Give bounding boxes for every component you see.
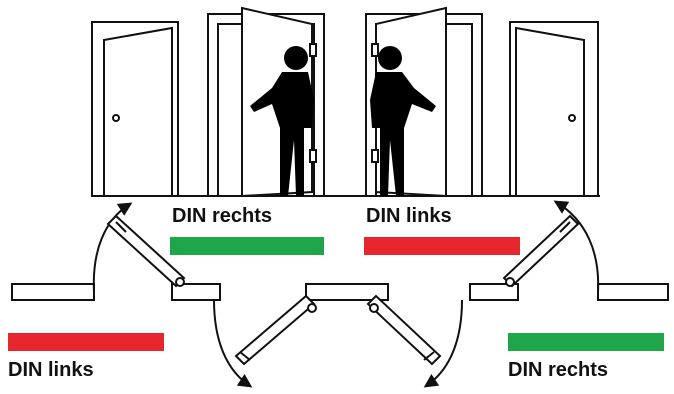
swing-arc-arrow-icon xyxy=(92,202,133,293)
color-bar-rechts xyxy=(170,237,324,255)
wall-segment xyxy=(171,283,221,301)
swing-arc-arrow-icon xyxy=(423,299,463,388)
label-din-links-top: DIN links xyxy=(366,205,452,227)
label-din-links-bottom: DIN links xyxy=(8,359,94,381)
swing-arc-arrow-icon xyxy=(553,200,600,293)
wall-segment xyxy=(469,283,519,301)
color-bar-links xyxy=(364,237,520,255)
swing-arc-arrow-icon xyxy=(213,299,253,388)
door-leaf xyxy=(106,214,186,288)
door-icon xyxy=(509,21,599,197)
door-icon xyxy=(91,21,179,197)
person-silhouette-icon xyxy=(250,46,314,196)
wall-segment xyxy=(305,283,389,301)
wall-segment xyxy=(597,283,669,301)
color-bar-links xyxy=(8,333,164,351)
color-bar-rechts xyxy=(508,333,664,351)
door-leaf xyxy=(234,294,316,366)
wall-segment xyxy=(11,283,95,301)
label-din-rechts-bottom: DIN rechts xyxy=(508,359,609,381)
label-din-rechts-top: DIN rechts xyxy=(172,205,273,227)
door-leaf xyxy=(502,214,580,288)
door-leaf xyxy=(366,294,442,366)
person-silhouette-icon xyxy=(370,46,436,196)
